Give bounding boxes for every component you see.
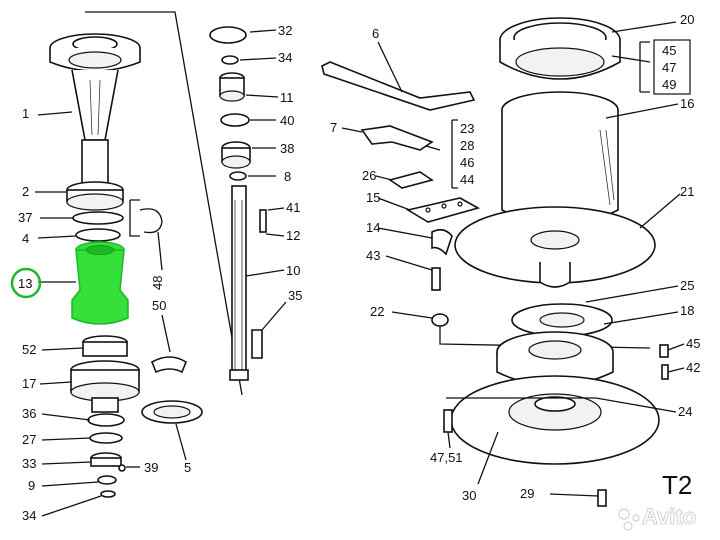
label-34b: 34	[278, 50, 292, 65]
label-35: 35	[288, 288, 302, 303]
label-32: 32	[278, 23, 292, 38]
label-2: 2	[22, 184, 29, 199]
part-40-ring	[220, 113, 250, 127]
label-20: 20	[680, 12, 694, 27]
part-35-key	[251, 329, 263, 359]
label-50: 50	[152, 298, 166, 313]
label-48: 48	[150, 276, 165, 290]
label-42: 42	[686, 360, 700, 375]
label-16: 16	[680, 96, 694, 111]
part-37-ring	[72, 211, 124, 225]
sheet-code: T2	[662, 470, 692, 500]
part-45-nut	[659, 344, 669, 358]
part-50-clip	[150, 356, 187, 374]
part-13-highlighted[interactable]	[71, 241, 129, 325]
part-34-pin	[100, 490, 116, 498]
label-34: 34	[22, 508, 36, 523]
label-7: 7	[330, 120, 337, 135]
part-1-cone	[71, 69, 119, 141]
part-8-ring	[229, 171, 247, 181]
part-27-washer	[89, 432, 123, 444]
right-assembly	[443, 17, 685, 507]
svg-text:28: 28	[460, 138, 474, 153]
label-41: 41	[286, 200, 300, 215]
watermark: Avito	[618, 504, 697, 531]
label-5: 5	[184, 460, 191, 475]
label-18: 18	[680, 303, 694, 318]
label-4: 4	[22, 231, 29, 246]
part-4-washer	[75, 228, 121, 242]
part-32-cap	[209, 26, 247, 44]
svg-text:44: 44	[460, 172, 474, 187]
label-21: 21	[680, 184, 694, 199]
label-37: 37	[18, 210, 32, 225]
label-15: 15	[366, 190, 380, 205]
right-labels: 20 45 47 49 16 21 25 18 45 42 24 47,51 3…	[430, 12, 700, 503]
part-1-tube	[81, 139, 109, 186]
label-39: 39	[144, 460, 158, 475]
middle-labels: 6 7 23 28 46 44 26 15 14 43 22	[330, 26, 474, 319]
label-52: 52	[22, 342, 36, 357]
part-6-bracket	[321, 61, 476, 111]
left-assembly	[35, 11, 243, 517]
label-12: 12	[286, 228, 300, 243]
label-13: 13	[18, 276, 32, 291]
label-36: 36	[22, 406, 36, 421]
label-9: 9	[28, 478, 35, 493]
part-42-bolt	[661, 364, 669, 380]
label-27: 27	[22, 432, 36, 447]
svg-text:49: 49	[662, 77, 676, 92]
label-8: 8	[284, 169, 291, 184]
shaft-assembly	[209, 26, 287, 381]
part-22-plug	[431, 313, 449, 327]
part-26-plate	[388, 171, 434, 189]
label-30: 30	[462, 488, 476, 503]
label-29: 29	[520, 486, 534, 501]
part-47-51-bolt	[443, 409, 453, 433]
part-15-plate	[405, 197, 481, 223]
svg-text:45: 45	[662, 43, 676, 58]
left-labels: 1 2 37 4 13 48 52 17 36 27 33 9 34 39 50…	[10, 106, 191, 523]
part-43-bolt	[431, 267, 441, 291]
watermark-text: Avito	[642, 504, 696, 529]
svg-text:23: 23	[460, 121, 474, 136]
label-22: 22	[370, 304, 384, 319]
middle-parts	[321, 41, 651, 349]
label-1: 1	[22, 106, 29, 121]
label-10: 10	[286, 263, 300, 278]
label-38: 38	[280, 141, 294, 156]
part-14-guard	[431, 228, 453, 256]
label-25: 25	[680, 278, 694, 293]
label-11: 11	[280, 90, 294, 105]
part-9-washer	[97, 475, 117, 485]
part-24-bearing	[508, 393, 602, 431]
label-13-highlight-circle	[10, 267, 42, 299]
label-40: 40	[280, 113, 294, 128]
part-39-pin	[118, 464, 126, 472]
label-group-23-28-46-44: 23 28 46 44	[460, 121, 474, 187]
label-45: 45	[686, 336, 700, 351]
svg-text:46: 46	[460, 155, 474, 170]
part-34-ring	[221, 55, 239, 65]
label-43: 43	[366, 248, 380, 263]
svg-text:47: 47	[662, 60, 676, 75]
label-6: 6	[372, 26, 379, 41]
part-10-shaft	[231, 185, 247, 377]
part-48-snap-ring	[139, 208, 163, 234]
label-group-45-47-49-box	[653, 39, 691, 95]
label-26: 26	[362, 168, 376, 183]
label-17: 17	[22, 376, 36, 391]
label-33: 33	[22, 456, 36, 471]
shaft-labels: 32 34 11 40 38 8 41 12 10 35	[278, 23, 302, 303]
label-14: 14	[366, 220, 380, 235]
part-29-screw	[597, 489, 607, 507]
label-47-51: 47,51	[430, 450, 463, 465]
part-41-pin	[259, 209, 267, 233]
part-7-clip	[360, 125, 434, 151]
label-24: 24	[678, 404, 692, 419]
part-36-seal	[87, 413, 125, 427]
